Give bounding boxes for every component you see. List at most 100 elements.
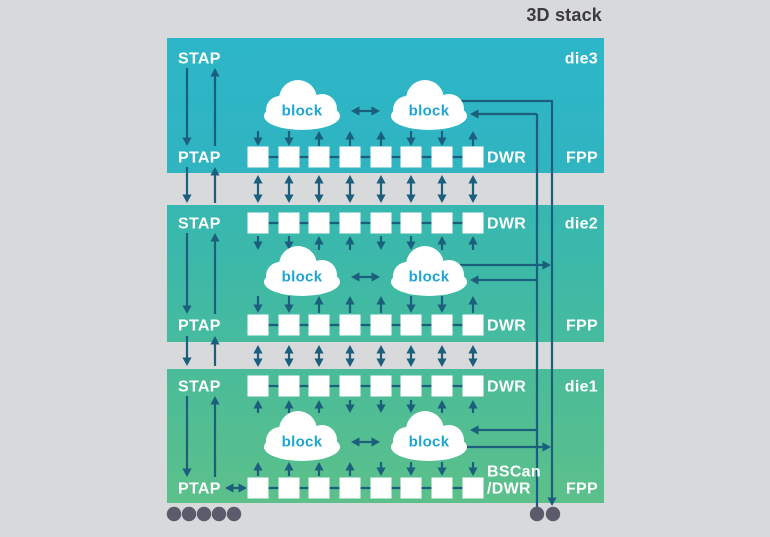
cloud-row-arrow — [376, 400, 386, 413]
cloud-base — [391, 268, 467, 296]
block-cloud-left-die3 — [264, 80, 340, 130]
arrowhead — [468, 400, 478, 409]
scan-cell-square — [278, 314, 300, 336]
block-label: block — [409, 433, 450, 450]
cloud-base — [391, 102, 467, 130]
cloud-row-arrow — [437, 236, 447, 250]
ptap-label-die1: PTAP — [178, 481, 221, 498]
top-row-to-cloud-arrows-die1 — [253, 400, 478, 413]
cloud-row-arrow — [437, 296, 447, 313]
tap-up-arrow-die2 — [210, 233, 220, 314]
ptap-dwr-arrow-die1 — [225, 483, 247, 493]
arrowhead — [470, 425, 479, 435]
output-branch-arrow-die1 — [460, 442, 551, 452]
cloud-row-arrow — [406, 462, 416, 476]
scan-cell-square — [431, 314, 453, 336]
arrowhead — [284, 304, 294, 313]
dwr-label-die2-top: DWR — [487, 216, 526, 233]
arrowhead — [376, 404, 386, 413]
block-to-block-arrow-die2 — [351, 272, 380, 282]
arrowhead — [345, 345, 355, 354]
dwr-row-die1-top — [247, 375, 484, 397]
cloud-row-arrow — [284, 131, 294, 146]
scan-cell-square — [247, 314, 269, 336]
cloud-row-arrow — [314, 131, 324, 146]
scan-cell-square — [462, 212, 484, 234]
ptap-label-die2: PTAP — [178, 318, 221, 335]
arrowhead — [345, 175, 355, 184]
arrowhead — [437, 345, 447, 354]
scan-cell-square — [370, 375, 392, 397]
cloud-row-arrow — [437, 462, 447, 476]
stap-label-die3: STAP — [178, 51, 221, 68]
scan-cell-square — [462, 477, 484, 499]
cloud-row-arrow — [437, 131, 447, 146]
cloud-row-arrow — [468, 296, 478, 313]
dwr-row-die3-bottom — [247, 146, 484, 168]
arrowhead — [284, 175, 294, 184]
arrowhead — [371, 106, 380, 116]
arrowhead — [345, 131, 355, 140]
dwr-row-die1-bottom — [247, 477, 484, 499]
tsv-arrow — [345, 345, 355, 367]
cloud-row-arrow — [406, 236, 416, 250]
scan-cell-square — [370, 314, 392, 336]
scan-cell-square — [339, 314, 361, 336]
cloud-row-arrow — [345, 462, 355, 476]
cloud-row-arrow — [253, 400, 263, 413]
arrowhead — [210, 336, 220, 345]
cloud-row-arrow — [376, 236, 386, 250]
fpp-label-die3: FPP — [566, 150, 598, 167]
scan-cell-square — [308, 314, 330, 336]
arrowhead — [437, 236, 447, 245]
tsv-arrow — [468, 175, 478, 203]
arrowhead — [182, 468, 192, 477]
tsv-arrow — [468, 345, 478, 367]
die-label-die1: die1 — [565, 379, 598, 396]
tap-down-gap-arrow — [182, 167, 192, 203]
scan-cell-square — [278, 212, 300, 234]
package-ball-left — [166, 506, 182, 522]
block-cloud-right-die1 — [391, 411, 467, 461]
cloud-row-arrow — [468, 236, 478, 250]
arrowhead — [284, 345, 294, 354]
scan-cell-square — [400, 146, 422, 168]
arrowhead — [238, 483, 247, 493]
tsv-arrow — [284, 345, 294, 367]
arrowhead — [253, 345, 263, 354]
cloud-row-arrow — [345, 131, 355, 146]
functional-io-buses — [458, 99, 557, 507]
tsv-arrow — [437, 345, 447, 367]
arrowhead — [376, 175, 386, 184]
arrowhead — [406, 194, 416, 203]
output-branch-arrow-die2 — [458, 260, 551, 270]
scan-cell-square — [370, 146, 392, 168]
arrowhead — [376, 241, 386, 250]
tsv-arrow — [406, 345, 416, 367]
cloud-row-arrow — [468, 400, 478, 413]
block-cloud-left-die1 — [264, 411, 340, 461]
arrowhead — [253, 137, 263, 146]
block-label: block — [409, 102, 450, 119]
scan-cell-square — [247, 477, 269, 499]
package-ball-left — [211, 506, 227, 522]
arrowhead — [314, 358, 324, 367]
cloud-row-arrow — [314, 296, 324, 313]
arrowhead — [406, 345, 416, 354]
arrowhead — [376, 467, 386, 476]
arrowhead — [437, 304, 447, 313]
cloud-row-arrow — [376, 462, 386, 476]
arrowhead — [376, 131, 386, 140]
input-branch-arrow-die2 — [470, 275, 537, 285]
package-ball-right — [545, 506, 561, 522]
arrowhead — [468, 175, 478, 184]
scan-cell-square — [339, 477, 361, 499]
arrowhead — [253, 241, 263, 250]
cloud-row-arrow — [345, 236, 355, 250]
block-to-block-arrow-die3 — [351, 106, 380, 116]
tsv-arrow — [253, 345, 263, 367]
ptap-label-die3: PTAP — [178, 150, 221, 167]
tsv-arrow — [314, 345, 324, 367]
arrowhead — [406, 467, 416, 476]
